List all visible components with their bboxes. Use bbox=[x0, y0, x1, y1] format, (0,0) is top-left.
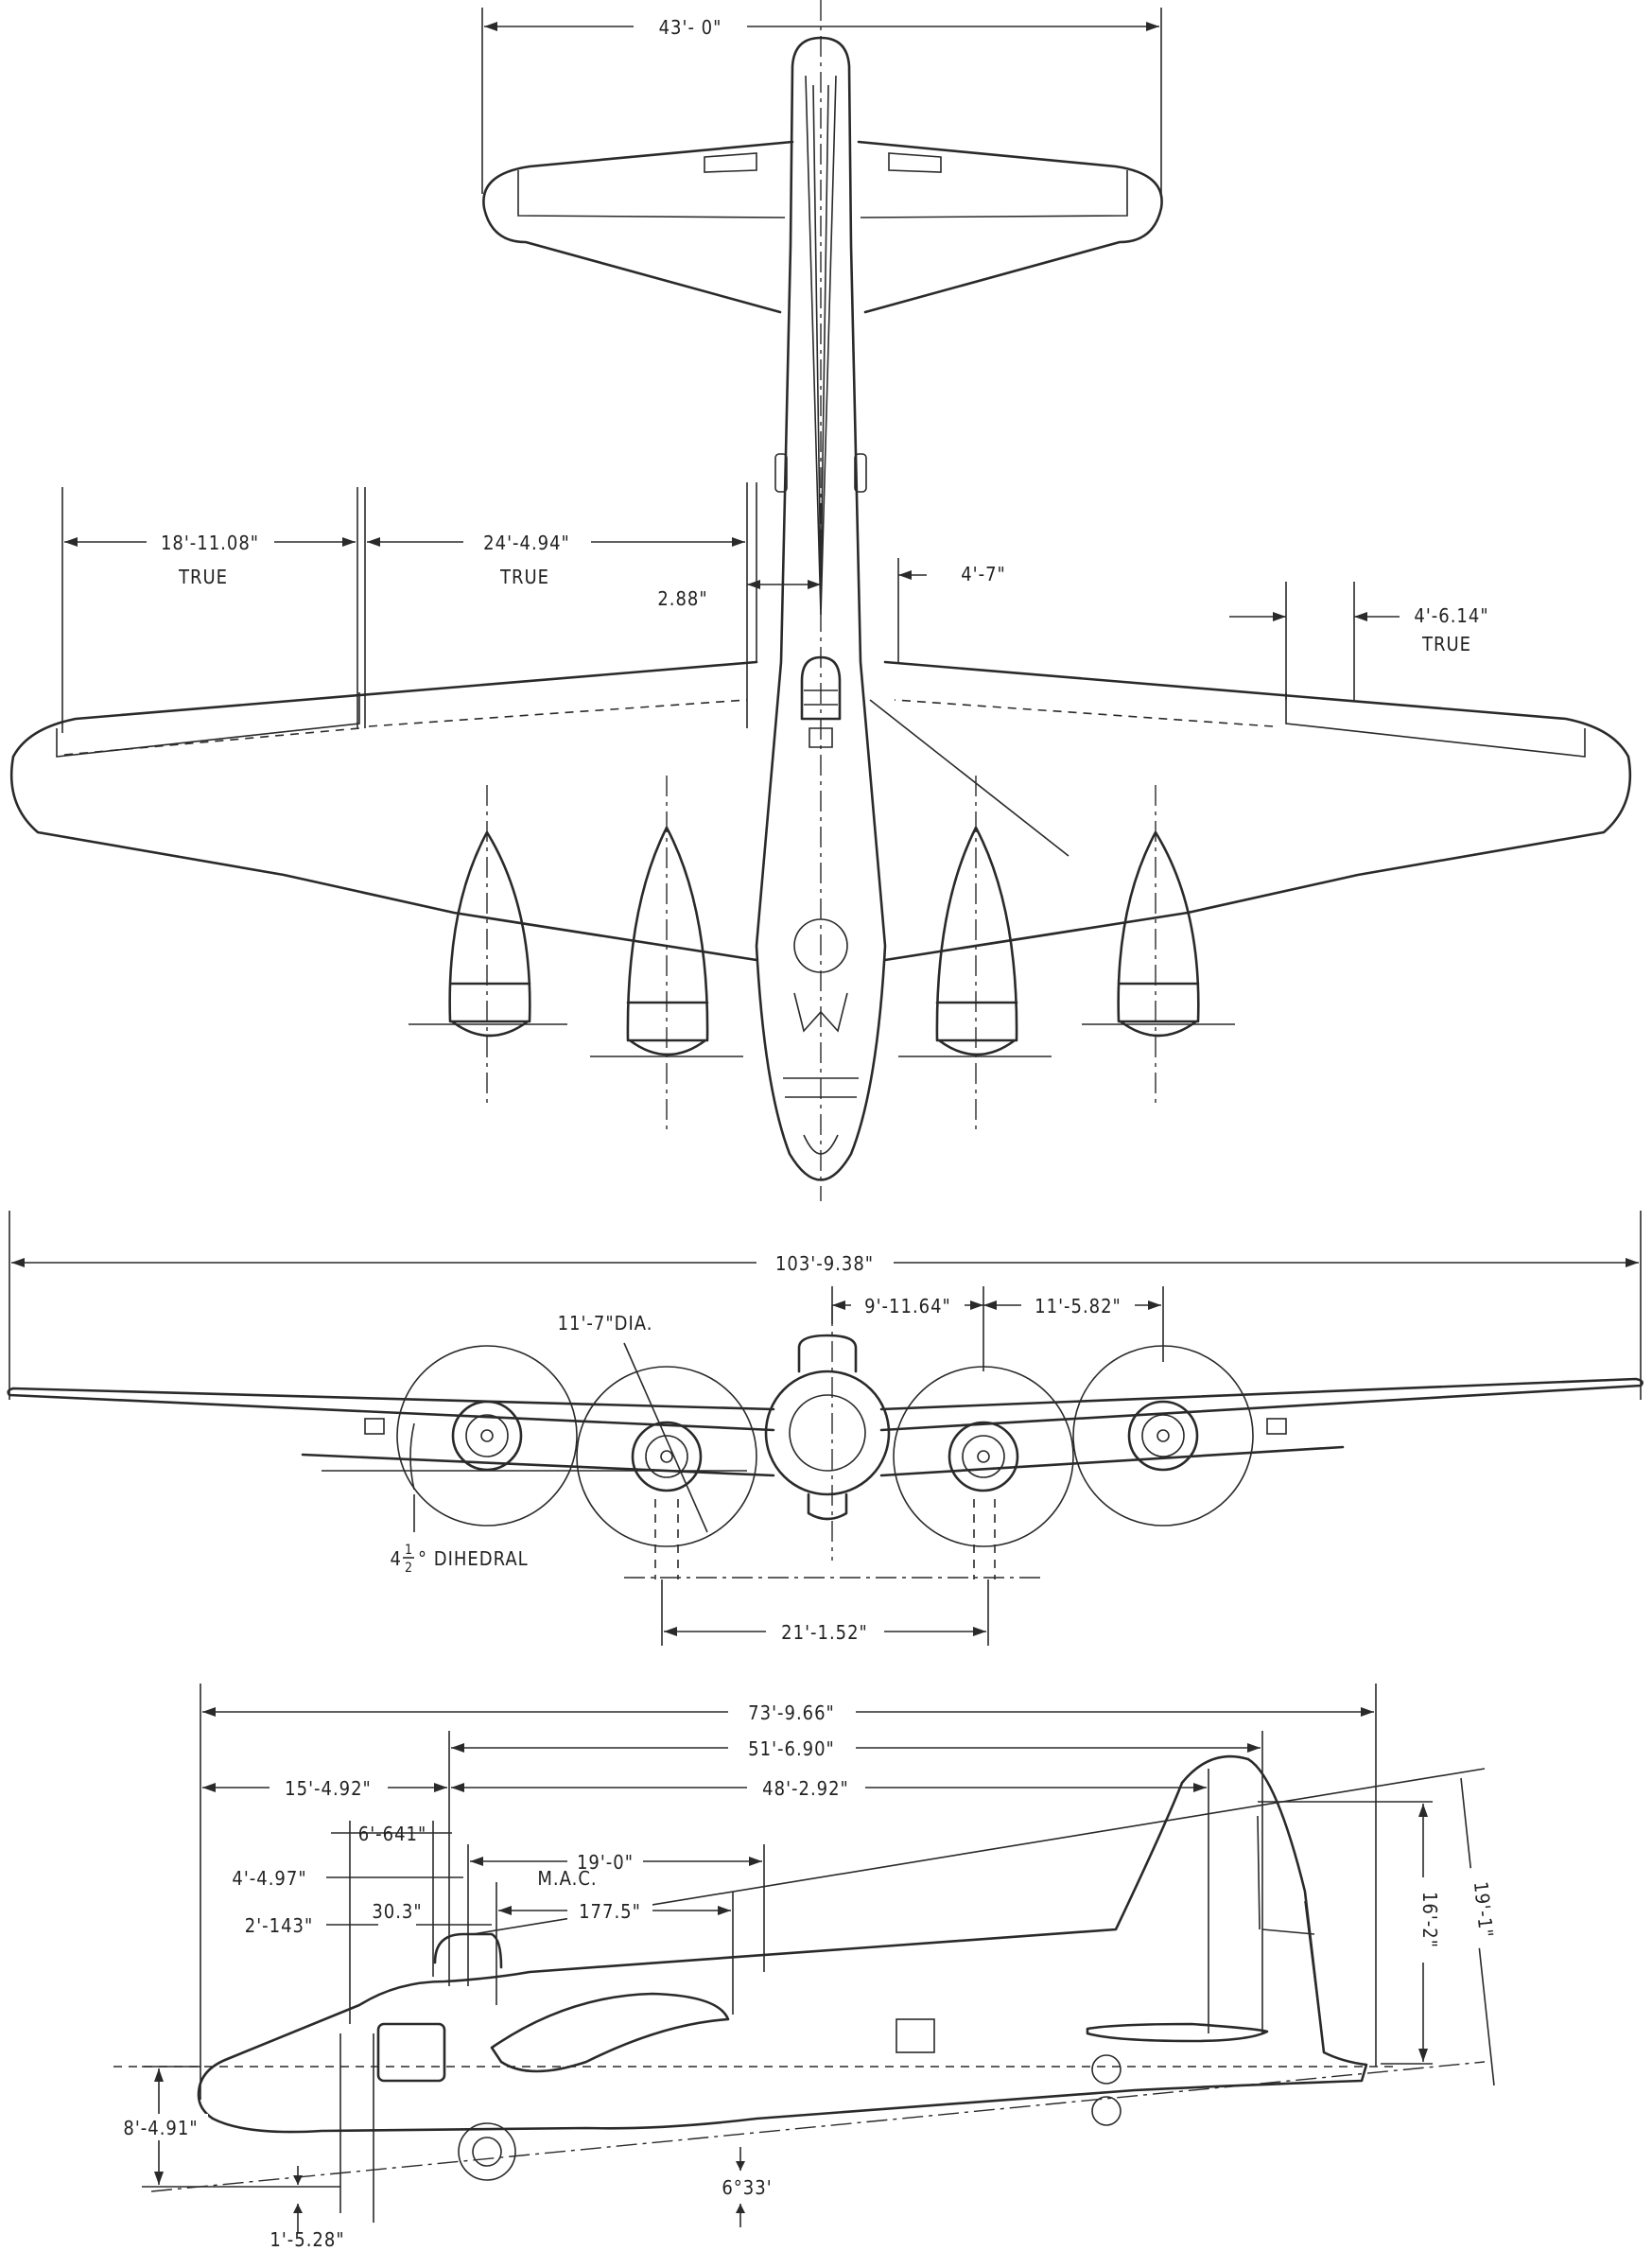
propellers bbox=[409, 1023, 1235, 1057]
dihedral-numerator: 1 bbox=[405, 1543, 412, 1558]
cockpit-details bbox=[783, 992, 859, 1098]
tail-wheel-retracted bbox=[1091, 2054, 1122, 2085]
prop-disc bbox=[893, 1366, 1074, 1547]
wing-outline bbox=[9, 660, 1632, 962]
aileron-chord-label: 4'-6.14" bbox=[1414, 604, 1488, 627]
ground-height-label: 8'-4.91" bbox=[123, 2117, 198, 2139]
outer-panel-label: 18'-11.08" bbox=[161, 532, 259, 554]
plan-view: 43'- 0" 18'-11.08" TRUE 24'-4.94" TRUE 2… bbox=[9, 0, 1632, 1201]
top-turret-front bbox=[797, 1334, 858, 1373]
tail-down-angle-label: 6°33' bbox=[722, 2176, 772, 2199]
astrodome bbox=[793, 918, 848, 973]
wing-lamp bbox=[364, 1418, 385, 1435]
outer-panel-note: TRUE bbox=[178, 566, 228, 588]
main-wheel-hub bbox=[472, 2137, 502, 2167]
main-wheel bbox=[458, 2122, 516, 2181]
side-fuselage bbox=[197, 1754, 1368, 2134]
lower-offset-label: 1'-5.28" bbox=[270, 2228, 344, 2251]
mac-label: M.A.C. bbox=[537, 1867, 597, 1890]
horizontal-stabilizer bbox=[482, 140, 1163, 314]
fin-height-label: 16'-2" bbox=[1418, 1892, 1441, 1948]
tail-span-label: 43'- 0" bbox=[659, 16, 722, 39]
flap-lines bbox=[63, 699, 1274, 756]
fuselage-window bbox=[774, 453, 788, 493]
side-door bbox=[896, 2018, 935, 2053]
dim-51-label: 51'-6.90" bbox=[748, 1737, 835, 1760]
dihedral-whole: 4 bbox=[391, 1547, 402, 1570]
fuselage-front bbox=[764, 1370, 891, 1496]
fuselage-outline bbox=[755, 36, 887, 1181]
wing-reference-line bbox=[869, 699, 1069, 857]
prop-disc bbox=[396, 1345, 578, 1527]
side-view: 73'-9.66" 51'-6.90" 15'-4.92" 48'-2.92" … bbox=[113, 1684, 1498, 2251]
inboard-station-label: 9'-11.64" bbox=[864, 1295, 951, 1317]
chin-turret-front bbox=[807, 1492, 848, 1521]
side-outboard-nacelle bbox=[376, 2022, 446, 2083]
dihedral-denominator: 2 bbox=[405, 1561, 412, 1576]
engine-cowls bbox=[451, 1400, 1199, 1492]
rudder-lines bbox=[1257, 1815, 1325, 2053]
nose-glazing bbox=[803, 1134, 839, 1155]
side-inboard-nacelle bbox=[490, 1992, 730, 2073]
turret-details bbox=[804, 689, 838, 748]
outboard-spacing-label: 11'-5.82" bbox=[1035, 1295, 1122, 1317]
root-offset-label: 2.88" bbox=[657, 587, 707, 610]
inner-panel-note: TRUE bbox=[499, 566, 549, 588]
front-view: 103'-9.38" 11'-7"DIA. bbox=[7, 1211, 1643, 1646]
dim-15-label: 15'-4.92" bbox=[285, 1777, 372, 1800]
top-turret bbox=[800, 655, 842, 721]
side-top-turret bbox=[433, 1932, 503, 1969]
trim-tab bbox=[704, 152, 942, 173]
plan-dimensions: 43'- 0" 18'-11.08" TRUE 24'-4.94" TRUE 2… bbox=[61, 8, 1488, 733]
dim-30-label: 30.3" bbox=[372, 1900, 422, 1923]
prop-disc bbox=[576, 1366, 757, 1547]
fuselage-half-label: 4'-7" bbox=[961, 563, 1006, 585]
prop-disc bbox=[1072, 1345, 1254, 1527]
side-propellers bbox=[339, 2033, 374, 2223]
landing-gear bbox=[654, 1499, 996, 1579]
dim-6-label: 6'-641" bbox=[358, 1823, 427, 1845]
dim-48-label: 48'-2.92" bbox=[762, 1777, 849, 1800]
engine-nacelles bbox=[409, 776, 1235, 1135]
tail-down-ground-line bbox=[150, 2061, 1486, 2192]
nose-frame bbox=[789, 1394, 866, 1472]
mac-value: 177.5" bbox=[579, 1900, 641, 1923]
tail-wheel bbox=[1091, 2096, 1122, 2126]
front-wing bbox=[7, 1377, 1643, 1477]
aileron-outline bbox=[56, 692, 1586, 758]
inner-panel-label: 24'-4.94" bbox=[483, 532, 570, 554]
elevator-lines bbox=[517, 170, 1128, 218]
gear-tread-label: 21'-1.52" bbox=[781, 1621, 868, 1644]
wing-lamp bbox=[1266, 1418, 1287, 1435]
dim-4-label: 4'-4.97" bbox=[232, 1867, 306, 1890]
overall-length-label: 73'-9.66" bbox=[748, 1701, 835, 1724]
wing-span-label: 103'-9.38" bbox=[775, 1252, 874, 1275]
dihedral-label: ° DIHEDRAL bbox=[418, 1547, 529, 1570]
dim-2-label: 2'-143" bbox=[245, 1914, 314, 1937]
side-stabilizer bbox=[1086, 2022, 1269, 2043]
prop-diameter-label: 11'-7"DIA. bbox=[558, 1312, 653, 1335]
fuselage-spine bbox=[805, 75, 837, 616]
dim-19-label: 19'-0" bbox=[577, 1851, 634, 1874]
aileron-note: TRUE bbox=[1421, 633, 1471, 655]
fuselage-window bbox=[854, 453, 867, 493]
